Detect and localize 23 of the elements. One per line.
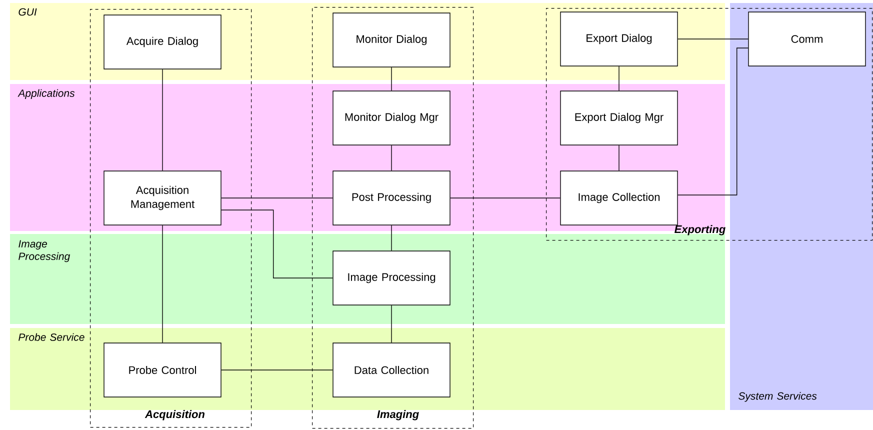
process-box: Probe Control	[104, 342, 222, 398]
process-box: Image Collection	[560, 170, 678, 226]
process-box: Export Dialog Mgr	[560, 90, 678, 146]
process-box: Comm	[748, 12, 866, 66]
process-box: Monitor Dialog Mgr	[332, 90, 450, 146]
connector-line	[391, 225, 392, 251]
process-box: Acquire Dialog	[104, 14, 222, 70]
connector-line	[391, 67, 392, 91]
process-box: Acquisition Management	[104, 170, 222, 226]
connector-line	[678, 48, 748, 196]
process-box: Monitor Dialog	[332, 12, 450, 68]
process-box: Image Processing	[332, 250, 450, 306]
connector-line	[391, 145, 392, 171]
connector-line	[162, 69, 163, 171]
connector-line	[678, 38, 748, 40]
connector-line	[618, 145, 620, 171]
process-box: Data Collection	[332, 342, 450, 398]
connector-line	[221, 210, 333, 278]
process-box: Post Processing	[332, 170, 450, 226]
connector-line	[618, 66, 620, 91]
connector-line	[162, 225, 163, 343]
process-box: Export Dialog	[560, 12, 678, 66]
connector-line	[391, 305, 392, 343]
